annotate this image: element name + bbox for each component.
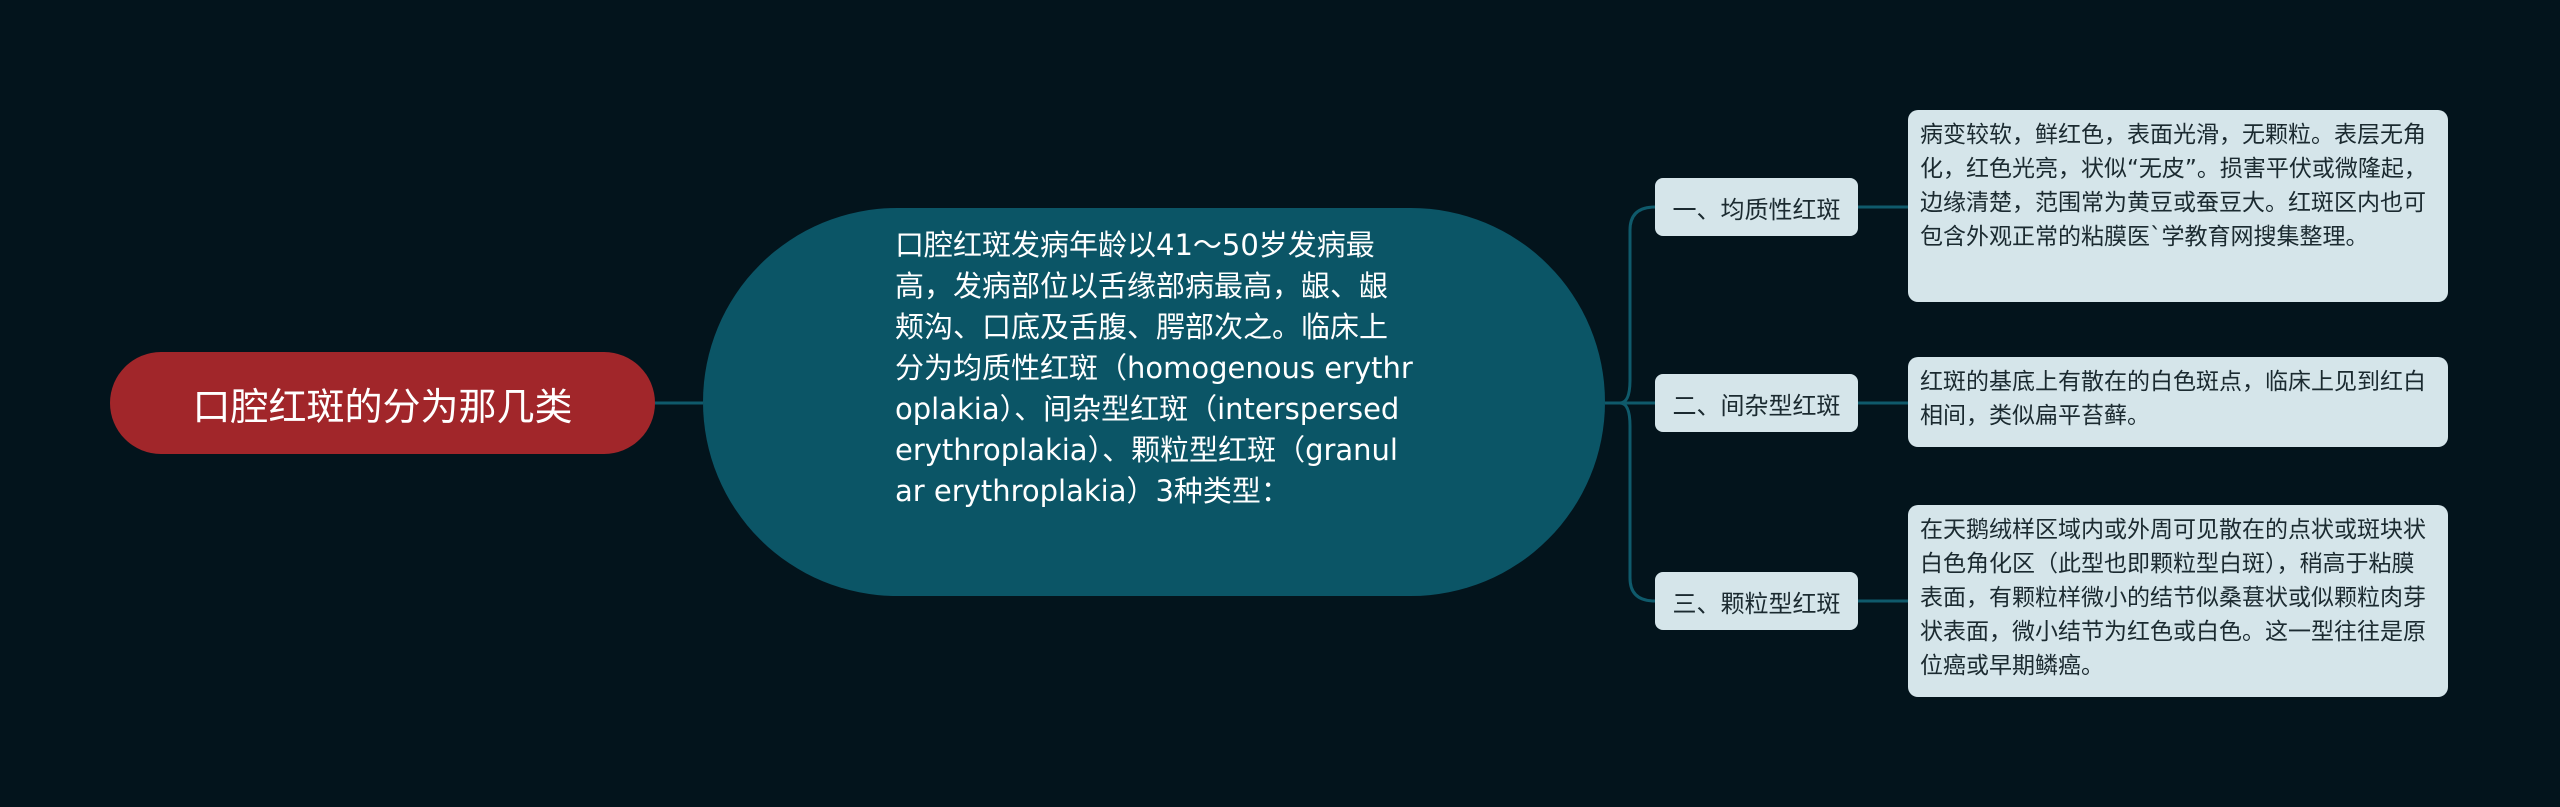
leaf-interspersed-detail[interactable]: 红斑的基底上有散在的白色斑点，临床上见到红白相间，类似扁平苔藓。 [1908, 357, 2448, 447]
branch-interspersed[interactable]: 二、间杂型红斑 [1655, 374, 1858, 432]
branch-label: 一、均质性红斑 [1672, 195, 1841, 224]
branch-label: 三、颗粒型红斑 [1672, 589, 1841, 618]
leaf-granular-detail[interactable]: 在天鹅绒样区域内或外周可见散在的点状或斑块状白色角化区（此型也即颗粒型白斑），稍… [1908, 505, 2448, 697]
branch-granular[interactable]: 三、颗粒型红斑 [1655, 572, 1858, 630]
root-topic-label: 口腔红斑的分为那几类 [192, 384, 573, 429]
leaf-homogenous-detail[interactable]: 病变较软，鲜红色，表面光滑，无颗粒。表层无角化，红色光亮，状似“无皮”。损害平伏… [1908, 110, 2448, 302]
root-topic[interactable]: 口腔红斑的分为那几类 [110, 352, 655, 454]
leaf-text: 病变较软，鲜红色，表面光滑，无颗粒。表层无角化，红色光亮，状似“无皮”。损害平伏… [1920, 122, 2427, 250]
connector-center-branch-1 [1605, 205, 1656, 405]
leaf-text: 红斑的基底上有散在的白色斑点，临床上见到红白相间，类似扁平苔藓。 [1920, 369, 2426, 429]
leaf-text: 在天鹅绒样区域内或外周可见散在的点状或斑块状白色角化区（此型也即颗粒型白斑），稍… [1920, 517, 2426, 679]
center-topic-text: 口腔红斑发病年龄以41～50岁发病最高，发病部位以舌缘部病最高，龈、龈颊沟、口底… [895, 228, 1413, 508]
center-topic[interactable] [703, 208, 1605, 596]
branch-label: 二、间杂型红斑 [1672, 391, 1841, 420]
connector-center-branch-3 [1605, 401, 1656, 603]
branch-homogenous[interactable]: 一、均质性红斑 [1655, 178, 1858, 236]
